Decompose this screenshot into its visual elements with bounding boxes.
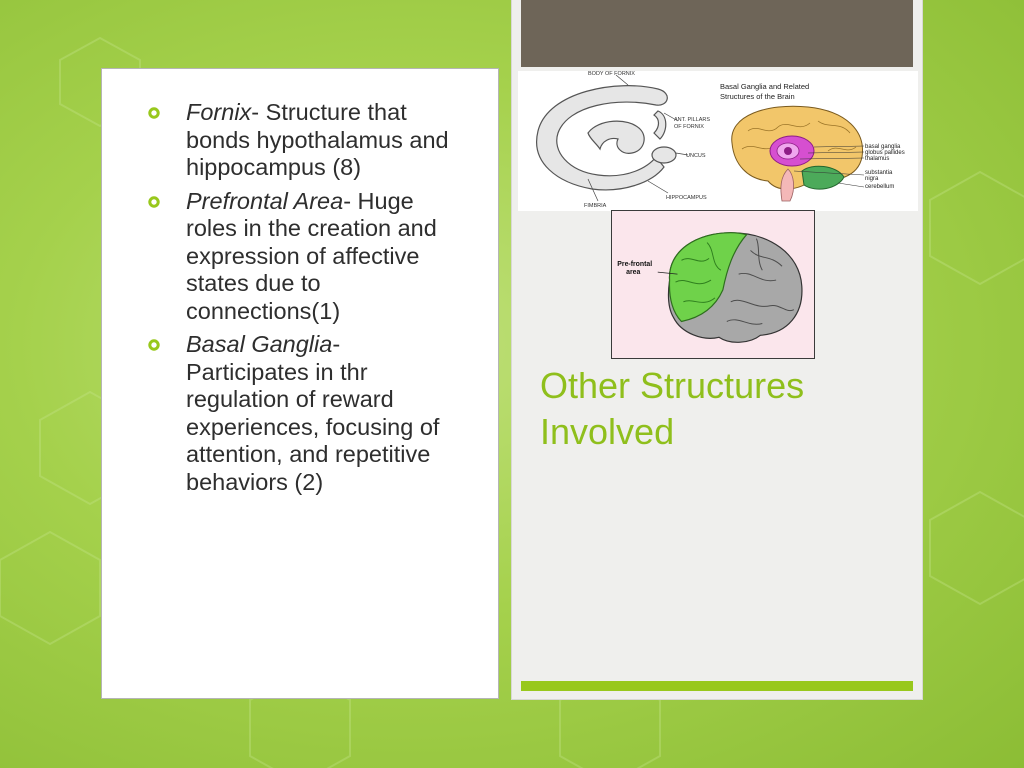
bullet-term: Basal Ganglia <box>186 331 333 357</box>
bullet-description: - Participates in thr regulation of rewa… <box>186 331 440 495</box>
slide-title: Other Structures Involved <box>540 365 805 452</box>
label-basal-ganglia: basal ganglia <box>865 144 901 150</box>
image-title-panel: BODY OF FORNIX ANT. PILLARS OF FORNIX UN… <box>512 0 922 699</box>
fornix-label-fimbria: FIMBRIA <box>584 203 607 209</box>
ring-bullet-icon <box>148 107 160 119</box>
prefrontal-label-line2: area <box>626 269 640 276</box>
fornix-label-hippocampus: HIPPOCAMPUS <box>666 195 707 201</box>
fornix-label-body: BODY OF FORNIX <box>588 71 635 77</box>
bullet-term: Fornix <box>186 99 252 125</box>
fornix-label-ant-pillars: ANT. PILLARS <box>674 117 710 123</box>
basal-ganglia-diagram-image: Basal Ganglia and Related Structures of … <box>718 71 918 211</box>
label-nigra: nigra <box>865 176 879 182</box>
bottom-accent-band <box>521 681 913 691</box>
label-substantia: substantia <box>865 170 893 176</box>
bullet-item-prefrontal-area: Prefrontal Area- Huge roles in the creat… <box>148 188 458 326</box>
bullet-term: Prefrontal Area <box>186 187 344 214</box>
label-globus-pallides: globus pallides <box>865 150 905 156</box>
basal-ganglia-image-title-2: Structures of the Brain <box>720 92 795 101</box>
bullet-description: - Structure that bonds hypothalamus and … <box>186 99 449 180</box>
ring-bullet-icon <box>148 195 160 208</box>
basal-ganglia-image-title-1: Basal Ganglia and Related <box>720 82 809 91</box>
fornix-label-uncus: UNCUS <box>686 153 706 159</box>
bullet-text-card: Fornix- Structure that bonds hypothalamu… <box>101 68 499 699</box>
fornix-label-of-fornix: OF FORNIX <box>674 124 704 130</box>
label-cerebellum: cerebellum <box>865 184 894 190</box>
top-accent-band <box>521 0 913 67</box>
label-thalamus: thalamus <box>865 156 889 162</box>
prefrontal-label-line1: Pre-frontal <box>617 261 652 268</box>
ring-bullet-icon <box>148 339 160 351</box>
bullet-item-basal-ganglia: Basal Ganglia- Participates in thr regul… <box>148 331 458 496</box>
bullet-item-fornix: Fornix- Structure that bonds hypothalamu… <box>148 99 458 182</box>
bullet-description: - Huge roles in the creation and express… <box>186 187 437 324</box>
fornix-diagram-image: BODY OF FORNIX ANT. PILLARS OF FORNIX UN… <box>518 71 718 211</box>
prefrontal-area-diagram-image: Pre-frontal area <box>611 210 815 359</box>
bullet-list: Fornix- Structure that bonds hypothalamu… <box>148 99 458 502</box>
